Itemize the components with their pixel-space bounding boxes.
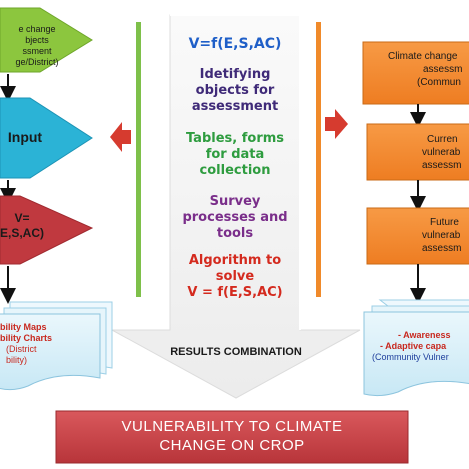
center-survey-text: Survey processes and tools bbox=[170, 194, 300, 242]
bottom-title-line-2: CHANGE ON CROP bbox=[159, 437, 305, 454]
left-input-label: Input bbox=[7, 129, 43, 145]
left-green-shape bbox=[0, 7, 93, 73]
right-output-document bbox=[363, 299, 469, 397]
current-line-1: Curren bbox=[427, 134, 458, 145]
center-tables-text: Tables, forms for data collection bbox=[170, 131, 300, 179]
left-top-line-3: ssment bbox=[22, 46, 52, 56]
left-red-arrow bbox=[110, 122, 131, 152]
left-doc-text: bility Maps bility Charts (District bili… bbox=[0, 322, 62, 366]
tables-line-1: Tables, forms bbox=[185, 131, 285, 146]
bottom-title-line-1: VULNERABILITY TO CLIMATE bbox=[121, 418, 343, 435]
bottom-title: VULNERABILITY TO CLIMATE CHANGE ON CROP bbox=[56, 417, 408, 455]
center-algorithm-text: Algorithm to solve V = f(E,S,AC) bbox=[170, 253, 300, 301]
center-panel bbox=[111, 14, 361, 399]
climate-line-2: assessm bbox=[423, 64, 463, 75]
tables-line-3: collection bbox=[199, 163, 271, 178]
left-top-shape-text: e change bjects ssment ge/District) bbox=[0, 24, 74, 68]
center-identify-text: Idetifying objects for assessment bbox=[170, 67, 300, 115]
left-formula-line-2: E,S,AC) bbox=[0, 226, 45, 240]
left-top-line-1: e change bbox=[18, 24, 56, 34]
identify-line-2: objects for bbox=[195, 83, 275, 98]
right-red-arrow bbox=[325, 109, 348, 139]
current-line-2: vulnerab bbox=[422, 147, 461, 158]
right-future-text: Future vulnerab assessm bbox=[373, 216, 469, 255]
survey-line-1: Survey bbox=[209, 194, 261, 209]
doc-awareness-line: - Awareness bbox=[398, 330, 451, 340]
right-current-text: Curren vulnerab assessm bbox=[373, 133, 469, 172]
right-climate-text: Climate change assessm (Commun bbox=[373, 50, 469, 89]
survey-line-3: tools bbox=[216, 226, 254, 241]
left-formula-shape-text: V= E,S,AC) bbox=[0, 211, 44, 241]
current-line-3: assessm bbox=[422, 160, 462, 171]
identify-line-1: Idetifying bbox=[199, 67, 271, 82]
left-top-line-4: ge/District) bbox=[15, 57, 59, 67]
identify-line-3: assessment bbox=[191, 99, 279, 114]
left-doc-line-2: bility Charts bbox=[0, 333, 53, 343]
green-divider-bar bbox=[136, 22, 141, 297]
left-formula-line-1: V= bbox=[14, 211, 30, 225]
left-blue-shape bbox=[0, 97, 93, 179]
right-box-current bbox=[366, 123, 469, 181]
algorithm-line-3: V = f(E,S,AC) bbox=[187, 285, 283, 300]
climate-line-1: Climate change bbox=[388, 51, 458, 62]
results-combination-label: RESULTS COMBINATION bbox=[170, 346, 302, 358]
bottom-title-bar bbox=[55, 410, 409, 464]
future-line-3: assessm bbox=[422, 243, 462, 254]
future-line-1: Future bbox=[430, 217, 459, 228]
center-formula: V=f(E,S,AC) bbox=[188, 36, 282, 52]
right-box-future bbox=[366, 207, 469, 265]
doc-community-line: (Community Vulner bbox=[372, 352, 449, 362]
climate-line-3: (Commun bbox=[417, 77, 461, 88]
future-line-2: vulnerab bbox=[422, 230, 461, 241]
left-top-line-2: bjects bbox=[25, 35, 49, 45]
right-box-climate bbox=[362, 41, 469, 105]
algorithm-line-1: Algorithm to bbox=[188, 253, 282, 268]
doc-adaptive-line: - Adaptive capa bbox=[380, 341, 447, 351]
algorithm-line-2: solve bbox=[215, 269, 255, 284]
right-doc-text: - Awareness - Adaptive capa (Community V… bbox=[370, 330, 469, 363]
left-doc-line-3: (District bbox=[6, 344, 37, 354]
left-doc-line-4: bility) bbox=[6, 355, 28, 365]
left-doc-line-1: bility Maps bbox=[0, 322, 47, 332]
survey-line-2: processes and bbox=[182, 210, 288, 225]
tables-line-2: for data bbox=[205, 147, 265, 162]
left-output-document bbox=[0, 301, 113, 391]
left-red-shape bbox=[0, 195, 94, 265]
orange-divider-bar bbox=[316, 22, 321, 297]
